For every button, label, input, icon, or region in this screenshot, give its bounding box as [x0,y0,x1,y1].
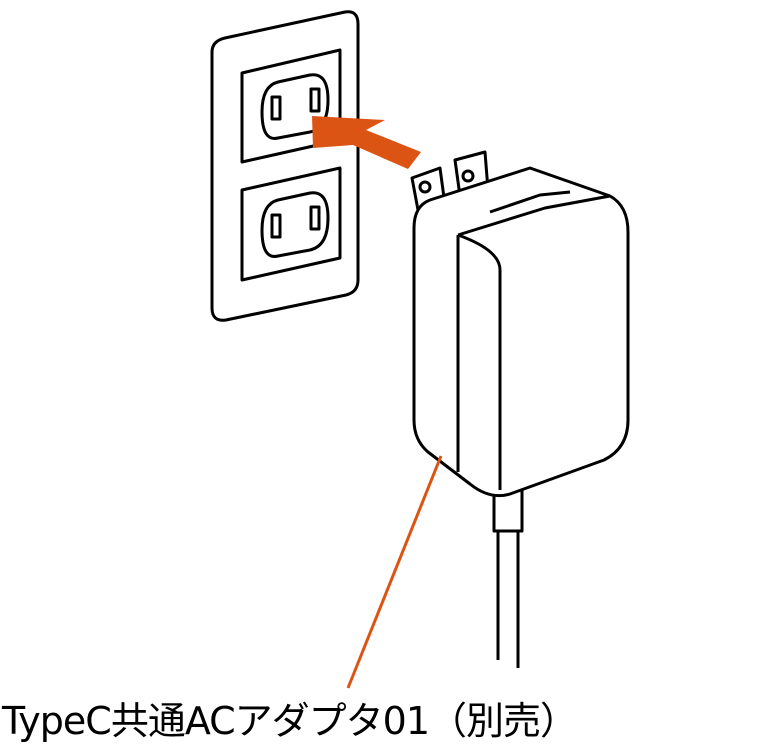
ac-adapter [410,150,630,668]
leader-line [346,455,443,689]
wall-outlet [210,10,360,322]
insert-direction-arrow [312,116,421,169]
product-caption: TypeC共通ACアダプタ01（別売） [2,699,578,743]
